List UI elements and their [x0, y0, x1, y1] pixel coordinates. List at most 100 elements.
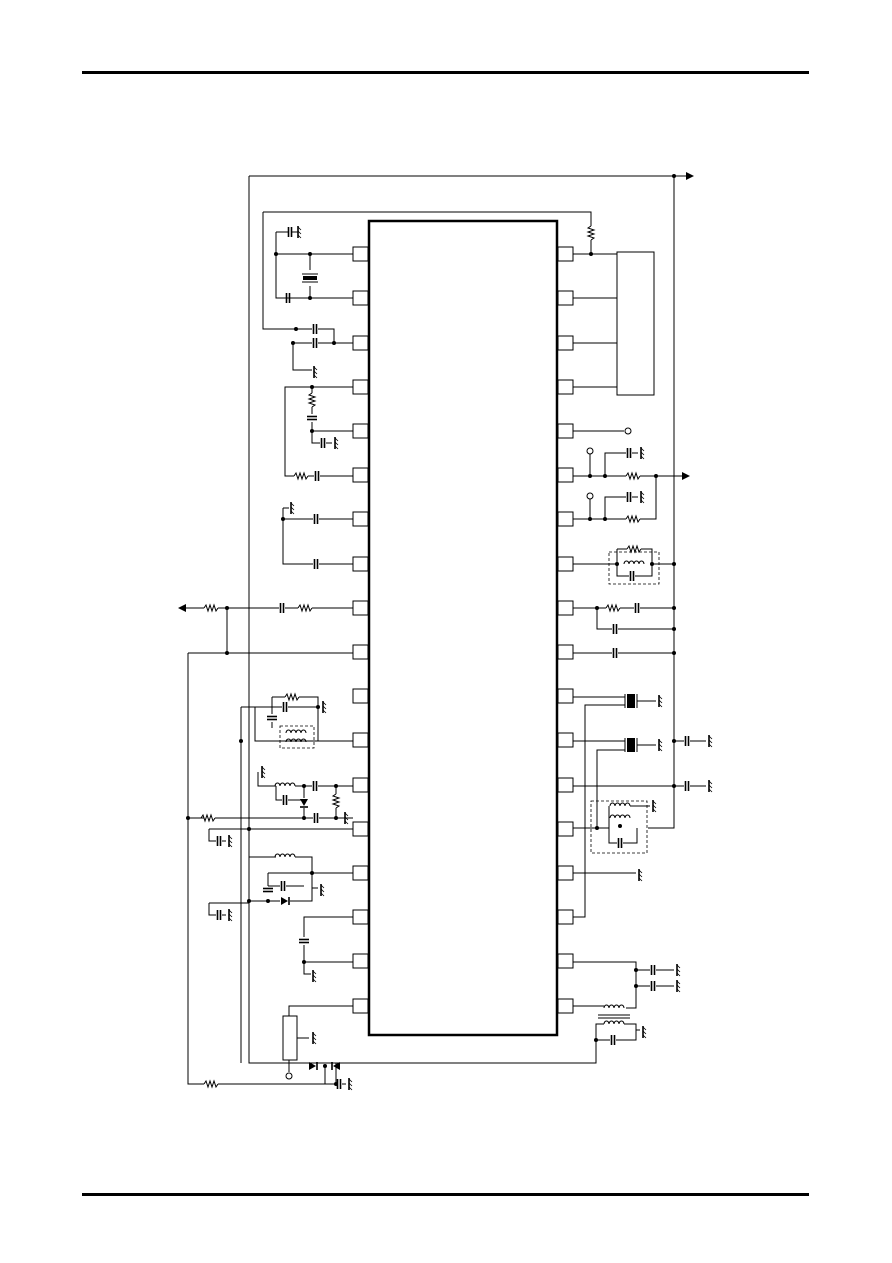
- capacitor-icon: [312, 337, 318, 349]
- crystal-icon: [301, 273, 319, 283]
- ic-pin-36: [557, 246, 574, 262]
- capacitor-icon: [262, 887, 274, 893]
- inductor-icon: [274, 782, 296, 787]
- ic-pin-27: [557, 644, 574, 660]
- ic-pin-2: [352, 290, 369, 306]
- ground-icon: [658, 694, 663, 708]
- pin13-14-vco: [186, 765, 353, 848]
- ground-icon: [708, 734, 713, 748]
- resistor-icon: [293, 472, 309, 480]
- capacitor-icon: [279, 602, 285, 614]
- capacitor-icon: [216, 909, 222, 921]
- capacitor-icon: [617, 837, 623, 849]
- capacitor-icon: [306, 415, 318, 421]
- header-rule: [82, 71, 809, 74]
- resistor-icon: [625, 472, 641, 480]
- transformer-icon: [603, 1004, 625, 1009]
- ground-icon: [297, 225, 302, 239]
- capacitor-icon: [216, 835, 222, 847]
- ic-pin-18: [352, 998, 369, 1014]
- peripheral-block: [573, 251, 655, 396]
- capacitor-icon: [312, 780, 318, 792]
- pin4-5-network: [284, 385, 353, 477]
- ic-pin-24: [557, 777, 574, 793]
- pin7-8-network: [281, 501, 353, 570]
- capacitor-icon: [612, 623, 618, 635]
- ic-pin-23: [557, 821, 574, 837]
- ic-left-pins: [352, 246, 369, 1014]
- ground-icon: [708, 779, 713, 793]
- capacitor-icon: [626, 491, 632, 503]
- pin9-output: [178, 602, 353, 653]
- ground-icon: [312, 969, 317, 983]
- pin30-network: [573, 476, 657, 523]
- ground-icon: [320, 883, 325, 897]
- ground-icon: [676, 963, 681, 977]
- capacitor-icon: [650, 964, 656, 976]
- ground-icon: [652, 799, 657, 813]
- resistor-icon: [625, 515, 641, 523]
- resistor-icon: [332, 793, 340, 809]
- ic-pin-32: [557, 423, 574, 439]
- ic-pin-12: [352, 732, 369, 748]
- ic-pin-33: [557, 379, 574, 395]
- pin29-tank: [573, 545, 676, 585]
- ground-icon: [313, 365, 318, 379]
- capacitor-icon: [313, 513, 319, 525]
- diode-icon: [280, 896, 290, 906]
- ground-icon: [658, 738, 663, 752]
- arrow-icon: [178, 604, 186, 612]
- ic-pin-25: [557, 732, 574, 748]
- ground-icon: [228, 908, 233, 922]
- capacitor-icon: [629, 570, 635, 582]
- ic-pin-8: [352, 556, 369, 572]
- capacitor-icon: [280, 880, 286, 892]
- ground-icon: [642, 1025, 647, 1039]
- pin26-filter: [573, 693, 663, 918]
- pin23-tank: [573, 799, 657, 854]
- pin10-line: [187, 651, 353, 1091]
- capacitor-icon: [320, 437, 326, 449]
- capacitor-icon: [626, 447, 632, 459]
- resistor-icon: [605, 604, 621, 612]
- capacitor-icon: [634, 602, 640, 614]
- crystal-oscillator: [274, 225, 353, 304]
- ic-pin-3: [352, 335, 369, 351]
- diode-icon: [299, 798, 309, 808]
- ic-right-pins: [557, 246, 574, 1014]
- inductor-icon: [609, 802, 631, 807]
- pin3-network: [291, 323, 353, 379]
- ic-pin-35: [557, 290, 574, 306]
- top-feedback-loop: [262, 211, 595, 330]
- ic-pin-10: [352, 644, 369, 660]
- capacitor-icon: [298, 938, 310, 944]
- ic-pin-26: [557, 688, 574, 704]
- ic-pin-31: [557, 467, 574, 483]
- ic-pin-29: [557, 556, 574, 572]
- capacitor-icon: [312, 323, 318, 335]
- resistor-icon: [308, 392, 316, 408]
- pin25-filter: [573, 734, 713, 828]
- ic-pin-11: [352, 688, 369, 704]
- crystal-icon: [624, 737, 638, 753]
- capacitor-icon: [282, 794, 288, 806]
- ic-pin-13: [352, 777, 369, 793]
- ground-icon: [228, 834, 233, 848]
- pin20-19-transformer: [573, 961, 681, 1046]
- ic-pin-1: [352, 246, 369, 262]
- ground-icon: [312, 1031, 317, 1045]
- ic-pin-9: [352, 600, 369, 616]
- ground-icon: [290, 501, 295, 515]
- ic-pin-17: [352, 953, 369, 969]
- ground-icon: [676, 979, 681, 993]
- capacitor-icon: [282, 701, 288, 713]
- arrow-icon: [686, 172, 694, 180]
- pin11-12-tank: [239, 693, 353, 1063]
- inductor-icon: [623, 560, 645, 565]
- capacitor-icon: [684, 735, 690, 747]
- ground-icon: [640, 490, 645, 504]
- resistor-icon: [203, 604, 219, 612]
- resistor-icon: [284, 693, 300, 701]
- pin24-network: [573, 779, 713, 793]
